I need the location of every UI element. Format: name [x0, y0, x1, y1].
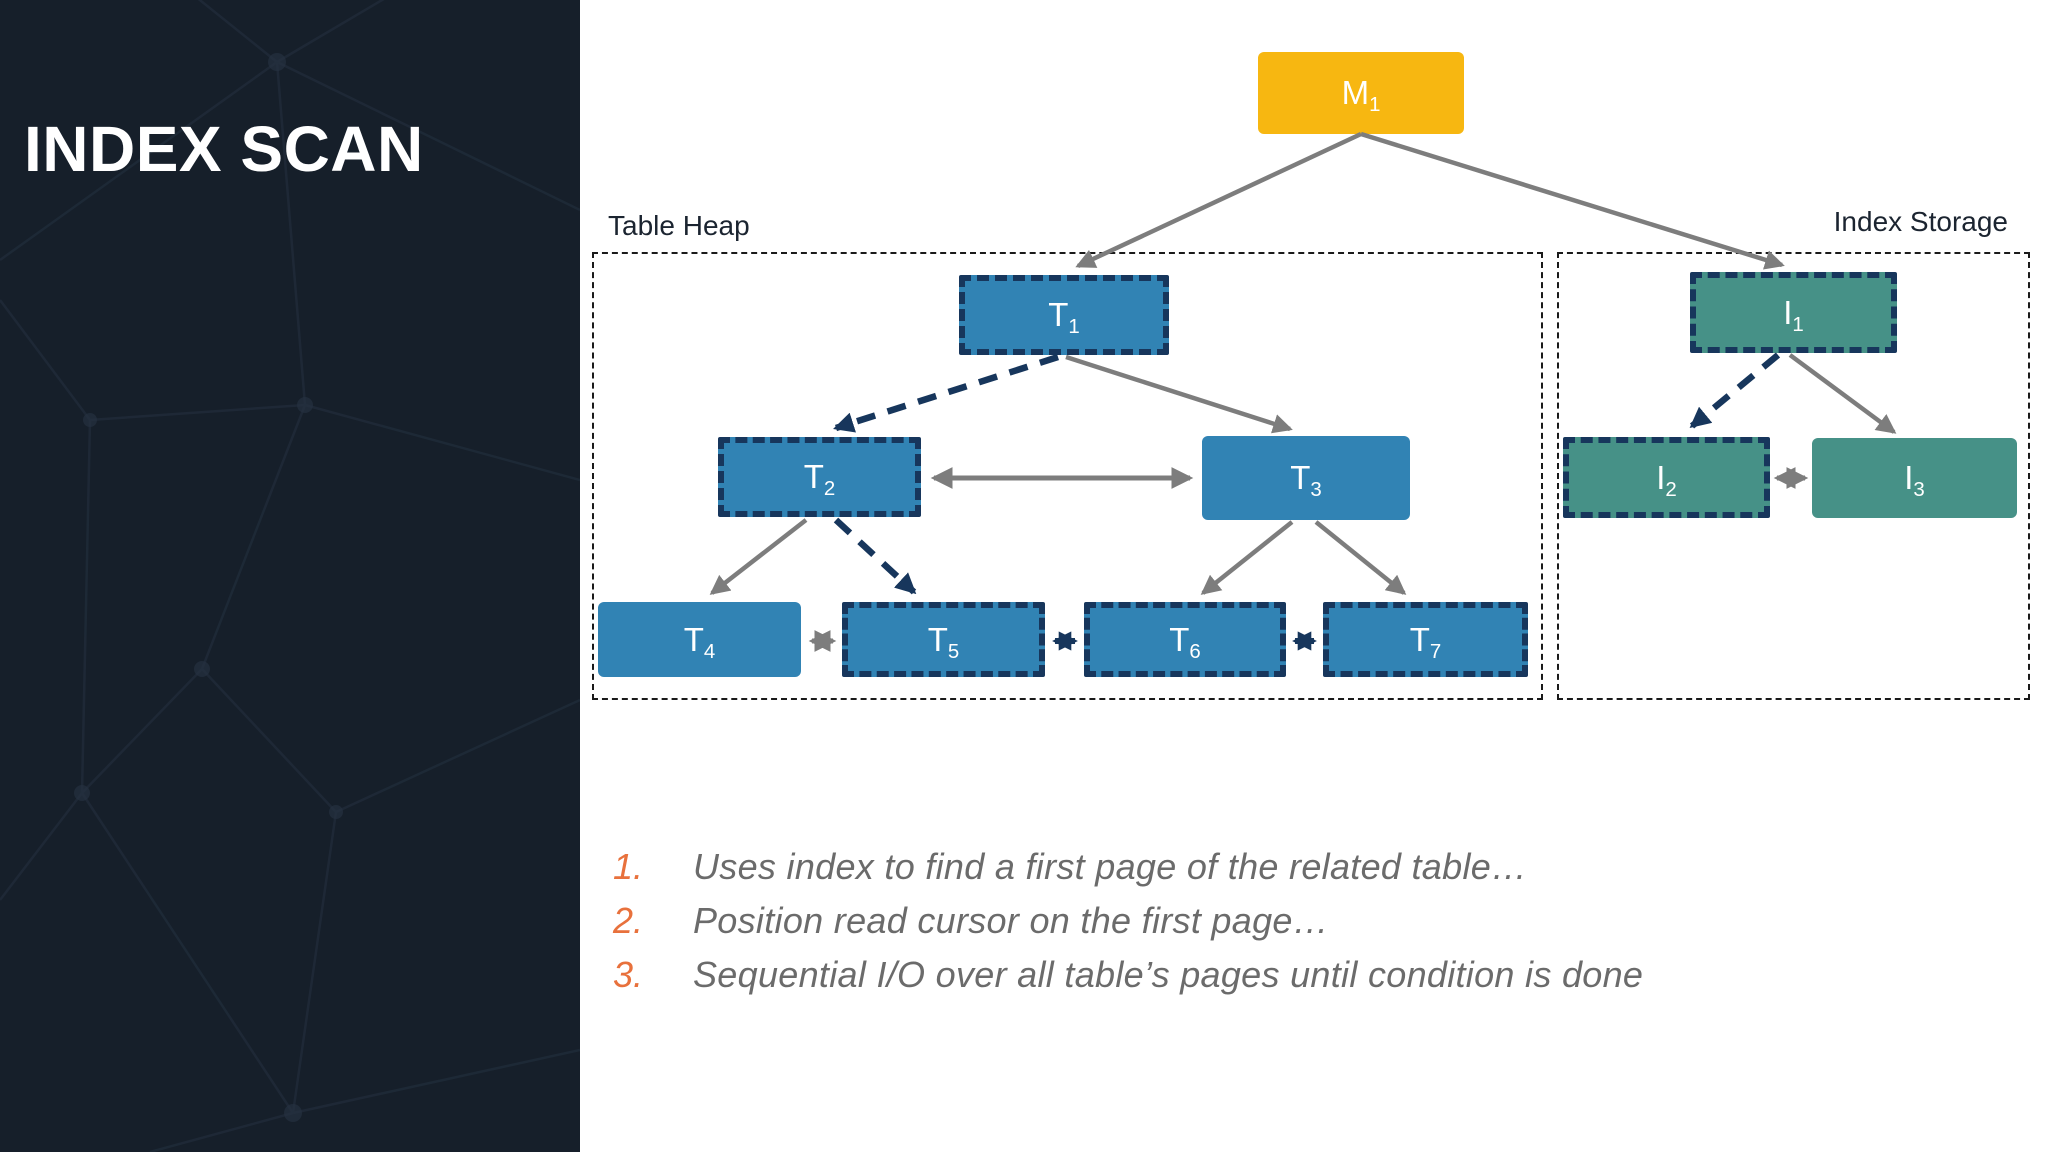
step-text: Uses index to find a first page of the r… — [693, 846, 1528, 887]
node-i2-label: I2 — [1656, 458, 1677, 501]
node-t1-label: T1 — [1048, 296, 1080, 339]
node-m1-label: M1 — [1341, 74, 1381, 117]
step-number: 3. — [613, 954, 644, 995]
network-pattern-decoration — [0, 0, 580, 1152]
sidebar: INDEX SCAN — [0, 0, 580, 1152]
slide-title: INDEX SCAN — [24, 113, 424, 185]
step-text: Position read cursor on the first page… — [693, 900, 1330, 941]
node-t4-label: T4 — [683, 620, 716, 663]
steps-list: 1. Uses index to find a first page of th… — [613, 846, 1643, 1008]
node-t7: T7 — [1323, 602, 1528, 677]
node-i3-label: I3 — [1904, 459, 1925, 502]
table-heap-container — [592, 252, 1543, 700]
index-storage-container — [1557, 252, 2030, 700]
list-item: 2. Position read cursor on the first pag… — [613, 900, 1643, 954]
step-number: 1. — [613, 846, 644, 887]
node-i1: I1 — [1690, 272, 1897, 353]
node-i2: I2 — [1563, 437, 1770, 518]
step-text: Sequential I/O over all table’s pages un… — [693, 954, 1644, 995]
node-t5: T5 — [842, 602, 1045, 677]
step-number: 2. — [613, 900, 644, 941]
node-t3: T3 — [1202, 436, 1410, 520]
node-t3-label: T3 — [1290, 459, 1322, 502]
node-i3: I3 — [1812, 438, 2017, 518]
index-storage-label: Index Storage — [1833, 206, 2008, 237]
node-t6: T6 — [1084, 602, 1286, 677]
node-t4: T4 — [598, 602, 801, 677]
node-t2: T2 — [718, 437, 921, 517]
node-i1-label: I1 — [1783, 293, 1804, 336]
node-t6-label: T6 — [1169, 620, 1201, 663]
node-t5-label: T5 — [927, 620, 960, 663]
node-t7-label: T7 — [1409, 620, 1442, 663]
table-heap-label: Table Heap — [608, 210, 750, 241]
list-item: 3. Sequential I/O over all table’s pages… — [613, 954, 1643, 1008]
node-m1: M1 — [1258, 52, 1464, 134]
node-t1: T1 — [959, 275, 1169, 355]
node-t2-label: T2 — [803, 458, 836, 501]
list-item: 1. Uses index to find a first page of th… — [613, 846, 1643, 900]
